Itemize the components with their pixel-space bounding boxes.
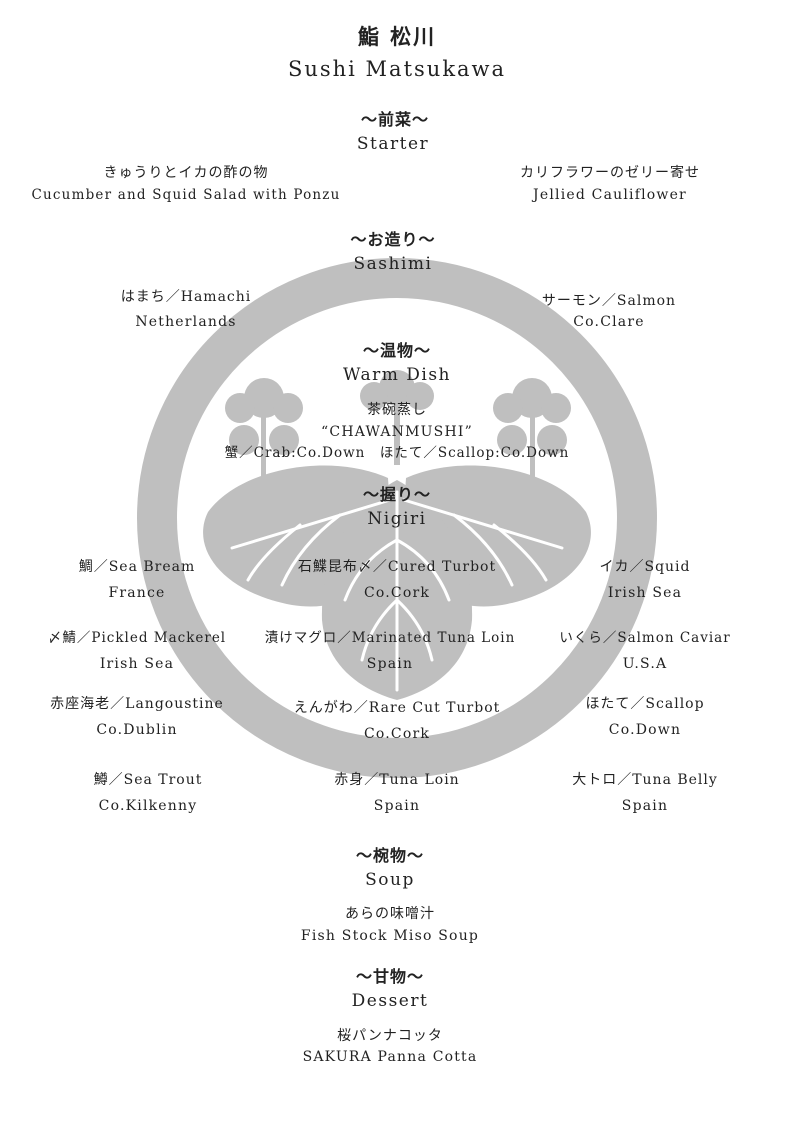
- nigiri-item-name: えんがわ／Rare Cut Turbot: [293, 700, 501, 716]
- nigiri-item-name: 〆鯖／Pickled Mackerel: [47, 630, 227, 646]
- nigiri-item-origin: Spain: [373, 798, 421, 814]
- nigiri-item-origin: Co.Dublin: [96, 722, 178, 738]
- warm-dish-name-en: “CHAWANMUSHI”: [321, 424, 473, 440]
- soup-dish-name-en: Fish Stock Miso Soup: [300, 928, 480, 944]
- nigiri-item-name: 大トロ／Tuna Belly: [572, 772, 718, 788]
- restaurant-name-en: Sushi Matsukawa: [287, 57, 507, 81]
- starter-item-desc: Cucumber and Squid Salad with Ponzu: [31, 187, 341, 203]
- nigiri-item-origin: Co.Cork: [363, 585, 431, 601]
- section-heading-starter-jp: 〜前菜〜: [360, 110, 430, 129]
- starter-item-desc: Jellied Cauliflower: [533, 187, 687, 203]
- nigiri-item-origin: U.S.A: [622, 656, 668, 672]
- dessert-dish-name-jp: 桜パンナコッタ: [337, 1028, 443, 1044]
- nigiri-item-name: イカ／Squid: [599, 559, 691, 575]
- section-heading-sashimi-jp: 〜お造り〜: [350, 230, 436, 249]
- dessert-dish-name-en: SAKURA Panna Cotta: [302, 1049, 478, 1065]
- section-heading-warm-en: Warm Dish: [342, 365, 452, 385]
- nigiri-item-name: ほたて／Scallop: [585, 696, 705, 712]
- nigiri-item-name: いくら／Salmon Caviar: [559, 630, 731, 646]
- nigiri-item-origin: Co.Cork: [363, 726, 431, 742]
- section-heading-sashimi-en: Sashimi: [353, 254, 433, 274]
- section-heading-starter-en: Starter: [356, 134, 430, 154]
- starter-item-name: きゅうりとイカの酢の物: [103, 165, 269, 181]
- warm-dish-name-jp: 茶碗蒸し: [367, 402, 427, 418]
- nigiri-item-origin: Spain: [366, 656, 414, 672]
- section-heading-soup-jp: 〜椀物〜: [355, 846, 425, 865]
- section-heading-dessert-jp: 〜甘物〜: [355, 967, 425, 986]
- nigiri-item-origin: Spain: [621, 798, 669, 814]
- sashimi-item-name: はまち／Hamachi: [120, 289, 252, 305]
- sashimi-item-name: サーモン／Salmon: [541, 293, 677, 309]
- nigiri-item-origin: Irish Sea: [607, 585, 683, 601]
- section-heading-soup-en: Soup: [365, 870, 415, 890]
- section-heading-nigiri-en: Nigiri: [367, 509, 427, 529]
- warm-dish-detail: 蟹／Crab:Co.Down ほたて／Scallop:Co.Down: [224, 445, 570, 461]
- nigiri-item-origin: Irish Sea: [99, 656, 175, 672]
- nigiri-item-name: 石鰈昆布〆／Cured Turbot: [297, 559, 497, 575]
- starter-item-name: カリフラワーのゼリー寄せ: [520, 165, 700, 181]
- nigiri-item-name: 赤身／Tuna Loin: [334, 772, 460, 788]
- nigiri-item-origin: Co.Down: [608, 722, 682, 738]
- nigiri-item-name: 漬けマグロ／Marinated Tuna Loin: [264, 630, 516, 646]
- nigiri-item-name: 鯛／Sea Bream: [78, 559, 196, 575]
- sashimi-item-origin: Netherlands: [135, 314, 237, 330]
- section-heading-dessert-en: Dessert: [351, 991, 429, 1011]
- soup-dish-name-jp: あらの味噌汁: [345, 906, 435, 922]
- section-heading-nigiri-jp: 〜握り〜: [362, 485, 432, 504]
- nigiri-item-name: 鱒／Sea Trout: [93, 772, 203, 788]
- section-heading-warm-jp: 〜温物〜: [362, 341, 432, 360]
- nigiri-item-name: 赤座海老／Langoustine: [50, 696, 224, 712]
- nigiri-item-origin: Co.Kilkenny: [98, 798, 198, 814]
- sashimi-item-origin: Co.Clare: [573, 314, 645, 330]
- nigiri-item-origin: France: [108, 585, 166, 601]
- restaurant-name-jp: 鮨 松川: [357, 24, 437, 49]
